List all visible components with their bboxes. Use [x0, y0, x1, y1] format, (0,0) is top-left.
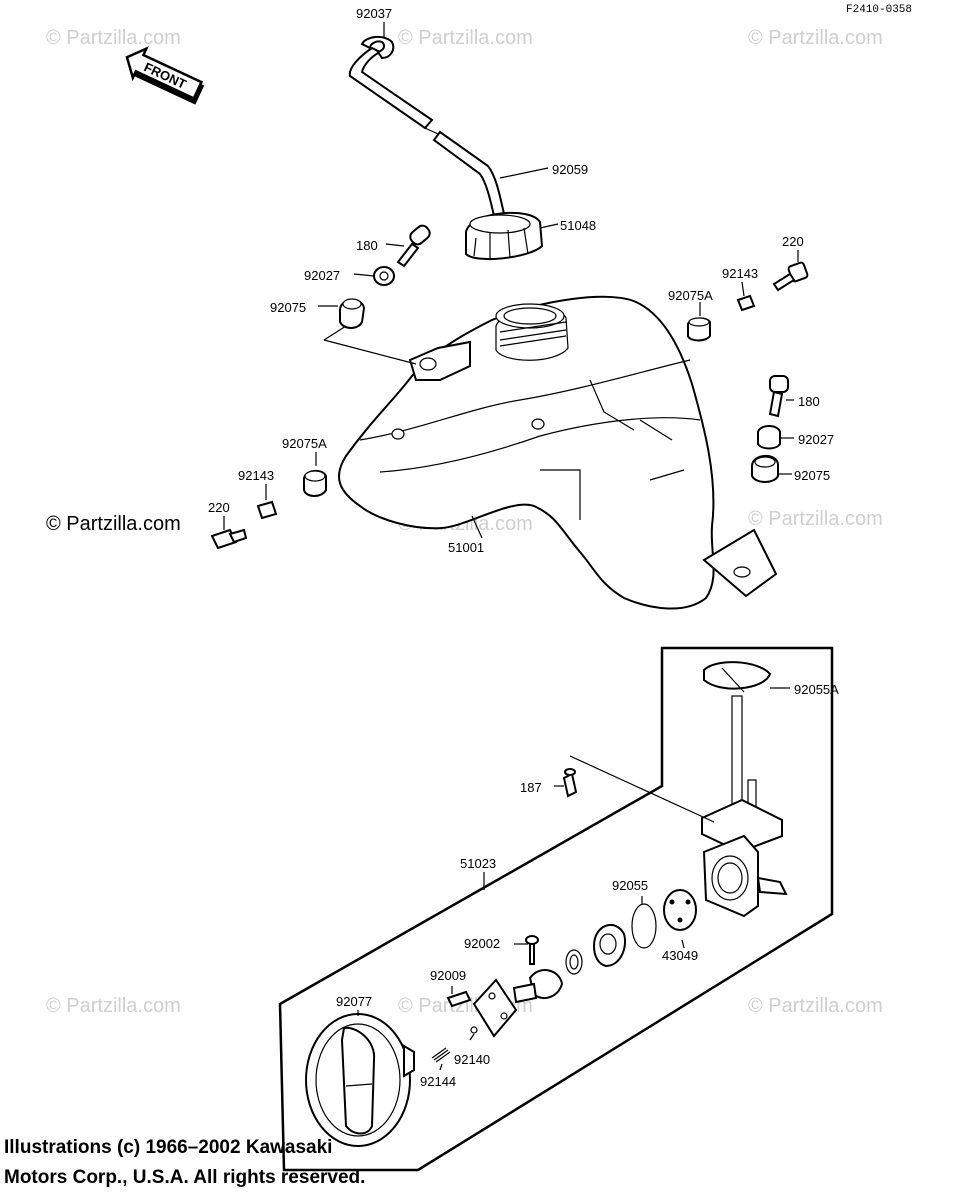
- label-51023: 51023: [460, 856, 496, 871]
- damper-92075A-left: [303, 470, 327, 497]
- bolt-220-right: [772, 261, 809, 292]
- filter-gasket-92055A: [703, 661, 772, 693]
- screw-92009: [446, 990, 472, 1008]
- label-92075A-left: 92075A: [282, 436, 327, 451]
- lever-packing-43049: [663, 889, 697, 931]
- grommet-92075-right: [751, 455, 779, 483]
- screw-92002: [525, 935, 539, 965]
- label-43049: 43049: [662, 948, 698, 963]
- label-92075-right: 92075: [794, 468, 830, 483]
- label-187: 187: [520, 780, 542, 795]
- label-180-right: 180: [798, 394, 820, 409]
- front-arrow-icon: FRONT: [125, 46, 205, 105]
- damper-92075A-right: [687, 317, 711, 342]
- spring-92144: [431, 1047, 451, 1063]
- watermark: © Partzilla.com: [46, 995, 181, 1017]
- copyright-line-1: Illustrations (c) 1966–2002 Kawasaki: [4, 1137, 333, 1158]
- label-92055: 92055: [612, 878, 648, 893]
- label-92077: 92077: [336, 994, 372, 1009]
- fuel-cock-inset-frame: [278, 646, 834, 1172]
- o-ring-92055: [631, 903, 657, 949]
- label-92143-right: 92143: [722, 266, 758, 281]
- label-220-right: 220: [782, 234, 804, 249]
- label-92027-right: 92027: [798, 432, 834, 447]
- lever-disc: [592, 923, 626, 968]
- fuel-tank: [337, 295, 778, 610]
- breather-hose: [348, 46, 506, 218]
- watermark: © Partzilla.com: [398, 27, 533, 49]
- watermark: © Partzilla.com: [46, 27, 181, 49]
- drawing-code: F2410-0358: [846, 4, 912, 16]
- copyright-line-2: Motors Corp., U.S.A. All rights reserved…: [4, 1167, 366, 1188]
- screw-187: [562, 768, 578, 798]
- label-180-left: 180: [356, 238, 378, 253]
- watermark: © Partzilla.com: [46, 513, 181, 535]
- label-220-left: 220: [208, 500, 230, 515]
- grommet-92075-left: [339, 298, 366, 329]
- watermark: © Partzilla.com: [748, 995, 883, 1017]
- nut-92143-right: [736, 294, 756, 312]
- copyright-notice: Illustrations (c) 1966–2002 Kawasaki Mot…: [4, 1133, 365, 1193]
- label-92059: 92059: [552, 162, 588, 177]
- label-51001: 51001: [448, 540, 484, 555]
- label-92009: 92009: [430, 968, 466, 983]
- label-92140: 92140: [454, 1052, 490, 1067]
- ball-92140: [470, 1026, 478, 1034]
- label-92037: 92037: [356, 6, 392, 21]
- cover-plate: [472, 978, 518, 1038]
- leader-lines: [223, 22, 799, 1071]
- bolt-180-right: [768, 375, 789, 418]
- label-92055A: 92055A: [794, 682, 839, 697]
- label-92075A-right: 92075A: [668, 288, 713, 303]
- watermark: © Partzilla.com: [748, 27, 883, 49]
- label-92002: 92002: [464, 936, 500, 951]
- collar-92027-left: [373, 266, 395, 286]
- label-92075-left: 92075: [270, 300, 306, 315]
- lever-knob-92077: [305, 1013, 415, 1147]
- fuel-filler-cap: [465, 211, 544, 260]
- collar-92027-right: [757, 425, 781, 450]
- watermark: © Partzilla.com: [748, 508, 883, 530]
- label-51048: 51048: [560, 218, 596, 233]
- label-92143-left: 92143: [238, 468, 274, 483]
- bolt-180-left: [396, 224, 431, 268]
- fuel-cock-body: [701, 695, 788, 918]
- bolt-220-left: [210, 528, 248, 550]
- spring-washer: [565, 949, 583, 975]
- lever-shaft: [512, 969, 564, 1004]
- label-92144: 92144: [420, 1074, 456, 1089]
- nut-92143-left: [256, 500, 278, 520]
- label-92027-left: 92027: [304, 268, 340, 283]
